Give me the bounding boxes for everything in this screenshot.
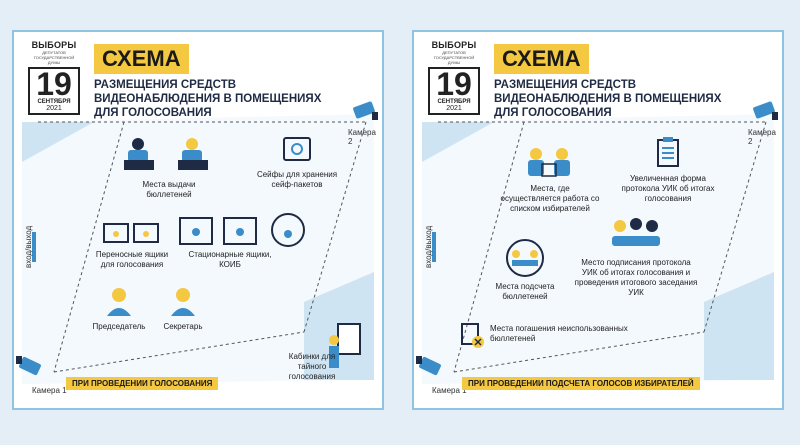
camera-2-label: Камера 2	[348, 128, 376, 146]
logo-day: 19	[436, 66, 472, 102]
signing-label: Место подписания протокола УИК об итогах…	[574, 258, 698, 297]
elections-logo: ВЫБОРЫ ДЕПУТАТОВ ГОСУДАРСТВЕННОЙ ДУМЫ 19…	[428, 40, 480, 115]
camera-2-icon	[753, 101, 778, 120]
voting-schema-panel: ВЫБОРЫ ДЕПУТАТОВ ГОСУДАРСТВЕННОЙ ДУМЫ 19…	[12, 30, 384, 410]
secretary-label: Секретарь	[163, 322, 203, 331]
logo-title: ВЫБОРЫ	[431, 40, 477, 50]
counting-schema-panel: ВЫБОРЫ ДЕПУТАТОВ ГОСУДАРСТВЕННОЙ ДУМЫ 19…	[412, 30, 784, 410]
schema-subtitle: РАЗМЕЩЕНИЯ СРЕДСТВ ВИДЕОНАБЛЮДЕНИЯ В ПОМ…	[494, 79, 722, 119]
left-footer-tag: ПРИ ПРОВЕДЕНИИ ГОЛОСОВАНИЯ	[66, 377, 219, 390]
ballot-desk-icon	[124, 138, 208, 170]
camera-1-label: Камера 1	[432, 386, 467, 395]
voter-list-icon	[528, 148, 570, 177]
booth-icon	[329, 323, 361, 368]
counting-label: Места подсчета бюллетеней	[495, 282, 555, 301]
booths-label: Кабинки для тайного голосования	[288, 352, 336, 381]
entry-exit-label: вход/выход	[424, 225, 433, 268]
stationary-box-icon	[179, 213, 305, 247]
chairman-label: Председатель	[92, 322, 146, 331]
camera-2-icon	[353, 101, 378, 120]
schema-heading: СХЕМА	[494, 44, 589, 74]
voter-list-label: Места, где осуществляется работа со спис…	[500, 184, 600, 213]
logo-day: 19	[36, 66, 72, 102]
entry-exit-label: вход/выход	[24, 225, 33, 268]
logo-subtitle: ДЕПУТАТОВ ГОСУДАРСТВЕННОЙ ДУМЫ	[33, 50, 75, 65]
chairman-icon	[107, 288, 131, 316]
logo-calendar: 19 СЕНТЯБРЯ 2021	[428, 67, 480, 115]
stationary-boxes-label: Стационарные ящики, КОИБ	[188, 250, 272, 269]
counting-icon	[506, 239, 544, 277]
safes-label: Сейфы для хранения сейф-пакетов	[256, 170, 338, 189]
camera-1-label: Камера 1	[32, 386, 67, 395]
ballot-issue-label: Места выдачи бюллетеней	[142, 180, 196, 199]
protocol-form-label: Увеличенная форма протокола УИК об итога…	[621, 174, 715, 203]
logo-subtitle: ДЕПУТАТОВ ГОСУДАРСТВЕННОЙ ДУМЫ	[433, 50, 475, 65]
room-floor-plan	[422, 114, 774, 384]
camera-1-icon	[16, 356, 41, 376]
logo-month: СЕНТЯБРЯ	[37, 99, 71, 105]
camera-2-label: Камера 2	[748, 128, 776, 146]
logo-year: 2021	[46, 105, 62, 112]
right-footer-tag: ПРИ ПРОВЕДЕНИИ ПОДСЧЕТА ГОЛОСОВ ИЗБИРАТЕ…	[462, 377, 700, 390]
logo-month: СЕНТЯБРЯ	[437, 99, 471, 105]
portable-boxes-label: Переносные ящики для голосования	[95, 250, 169, 269]
logo-year: 2021	[446, 105, 462, 112]
camera-1-icon	[416, 356, 441, 376]
schema-heading: СХЕМА	[94, 44, 189, 74]
secretary-icon	[171, 288, 195, 316]
meeting-icon	[612, 218, 660, 246]
safe-icon	[283, 137, 311, 161]
elections-logo: ВЫБОРЫ ДЕПУТАТОВ ГОСУДАРСТВЕННОЙ ДУМЫ 19…	[28, 40, 80, 115]
clipboard-icon	[657, 137, 679, 167]
portable-box-icon	[103, 223, 159, 243]
cancellation-label: Места погашения неиспользованных бюллете…	[490, 324, 628, 343]
logo-title: ВЫБОРЫ	[31, 40, 77, 50]
cancellation-icon	[461, 323, 484, 348]
schema-subtitle: РАЗМЕЩЕНИЯ СРЕДСТВ ВИДЕОНАБЛЮДЕНИЯ В ПОМ…	[94, 79, 322, 119]
logo-calendar: 19 СЕНТЯБРЯ 2021	[28, 67, 80, 115]
